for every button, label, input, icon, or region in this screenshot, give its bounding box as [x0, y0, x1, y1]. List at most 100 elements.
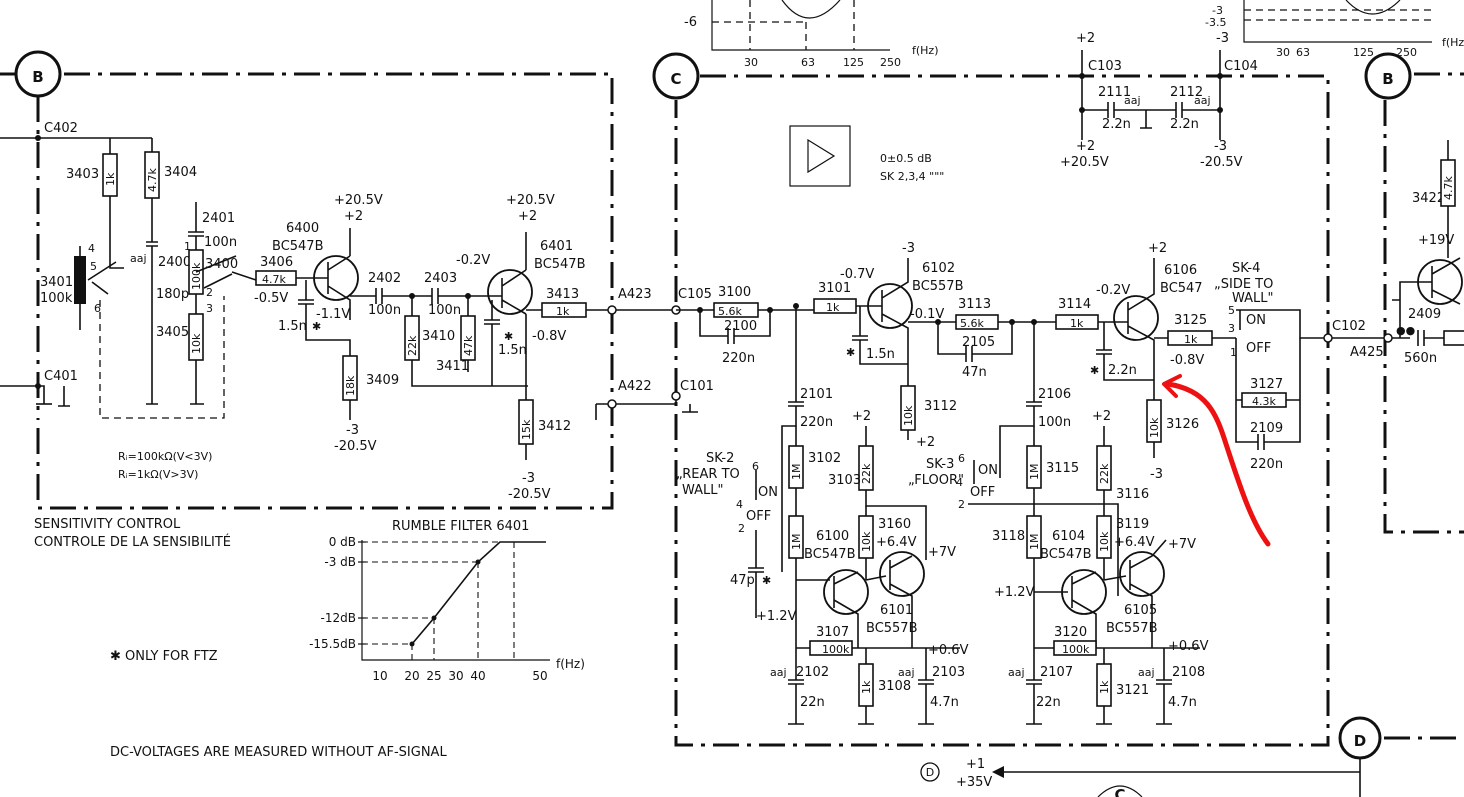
svg-text:BC547B: BC547B	[272, 239, 324, 254]
svg-text:+2: +2	[1076, 139, 1095, 154]
svg-text:4: 4	[736, 498, 743, 511]
svg-text:„SIDE TO: „SIDE TO	[1214, 277, 1273, 292]
interconnect-a423-a422: A423 C105 A422 C101	[595, 287, 714, 420]
svg-text:2: 2	[738, 522, 745, 535]
svg-text:BC547B: BC547B	[534, 257, 586, 272]
svg-text:2409: 2409	[1408, 307, 1441, 322]
svg-text:10k: 10k	[1098, 531, 1111, 552]
svg-text:f(Hz): f(Hz)	[1442, 36, 1464, 49]
svg-text:+2: +2	[1092, 409, 1111, 424]
svg-text:SK-2: SK-2	[706, 451, 734, 466]
svg-text:30: 30	[1276, 46, 1290, 59]
svg-text:4.7k: 4.7k	[146, 168, 159, 192]
svg-text:+7V: +7V	[1168, 537, 1196, 552]
svg-text:3118: 3118	[992, 529, 1025, 544]
svg-text:3108: 3108	[878, 679, 911, 694]
svg-text:„REAR TO: „REAR TO	[676, 467, 740, 482]
svg-text:63: 63	[1296, 46, 1310, 59]
svg-text:2402: 2402	[368, 271, 401, 286]
svg-text:0±0.5 dB: 0±0.5 dB	[880, 152, 932, 165]
svg-text:100n: 100n	[204, 235, 237, 250]
svg-text:aaj: aaj	[898, 666, 915, 679]
svg-text:✱: ✱	[312, 320, 321, 333]
svg-text:2: 2	[958, 498, 965, 511]
transistor-6400	[313, 255, 359, 301]
svg-text:6101: 6101	[880, 603, 913, 618]
resistor-3412	[518, 399, 534, 445]
rumble-x-tick: 40	[470, 669, 485, 683]
svg-text:3119: 3119	[1116, 517, 1149, 532]
svg-text:4.7n: 4.7n	[1168, 695, 1197, 710]
transistor-6102	[867, 283, 913, 329]
resistor-3100	[713, 302, 759, 318]
resistor-3403	[102, 153, 118, 197]
bottom-supply: +1 +35V	[956, 757, 1361, 797]
svg-text:-3: -3	[1150, 467, 1163, 482]
svg-text:+1.2V: +1.2V	[756, 609, 797, 624]
svg-text:-20.5V: -20.5V	[334, 439, 377, 454]
svg-text:4: 4	[956, 476, 963, 489]
section-marker-b-right: B	[1364, 52, 1412, 100]
red-annotation-arrow	[1165, 381, 1271, 547]
svg-text:-3.5: -3.5	[1205, 16, 1226, 29]
svg-text:1M: 1M	[790, 464, 803, 481]
rumble-point	[409, 641, 415, 647]
svg-text:✱: ✱	[762, 574, 771, 587]
svg-text:3126: 3126	[1166, 417, 1199, 432]
svg-text:2103: 2103	[932, 665, 965, 680]
svg-text:1k: 1k	[826, 301, 840, 314]
svg-text:6: 6	[958, 452, 965, 465]
svg-text:3112: 3112	[924, 399, 957, 414]
resistor-3405	[188, 313, 204, 361]
rumble-x-tick: 20	[404, 669, 419, 683]
transistor-6101	[879, 551, 925, 597]
svg-text:3405: 3405	[156, 325, 189, 340]
svg-text:BC557B: BC557B	[1106, 621, 1158, 636]
svg-text:2.2n: 2.2n	[1108, 363, 1137, 378]
svg-text:1M: 1M	[790, 534, 803, 551]
svg-text:1M: 1M	[1028, 534, 1041, 551]
rumble-x-label: f(Hz)	[556, 657, 585, 671]
svg-text:aaj: aaj	[1194, 94, 1211, 107]
svg-text:+2: +2	[344, 209, 363, 224]
svg-text:3102: 3102	[808, 451, 841, 466]
svg-text:4.7n: 4.7n	[930, 695, 959, 710]
svg-text:125: 125	[1353, 46, 1374, 59]
svg-text:180p: 180p	[156, 287, 189, 302]
svg-text:+2: +2	[518, 209, 537, 224]
svg-text:22k: 22k	[1098, 463, 1111, 484]
svg-text:BC557B: BC557B	[912, 279, 964, 294]
svg-text:+6.4V: +6.4V	[1114, 535, 1155, 550]
svg-text:10k: 10k	[902, 405, 915, 426]
dc-voltages-note: DC-VOLTAGES ARE MEASURED WITHOUT AF-SIGN…	[110, 745, 447, 760]
svg-text:220n: 220n	[722, 351, 755, 366]
sensitivity-title-en: SENSITIVITY CONTROL	[34, 517, 181, 532]
transistor-6106	[1113, 295, 1159, 341]
svg-text:5: 5	[1228, 304, 1235, 317]
svg-text:+6.4V: +6.4V	[876, 535, 917, 550]
svg-text:WALL": WALL"	[682, 483, 724, 498]
svg-text:1k: 1k	[1184, 333, 1198, 346]
potentiometer-3401	[74, 256, 86, 304]
svg-text:✱: ✱	[504, 330, 513, 343]
rumble-x-tick: 25	[426, 669, 441, 683]
svg-text:Rᵢ=100kΩ(V<3V): Rᵢ=100kΩ(V<3V)	[118, 450, 212, 463]
svg-text:A425: A425	[1350, 345, 1384, 360]
svg-text:aaj: aaj	[1008, 666, 1025, 679]
svg-text:OFF: OFF	[746, 509, 771, 524]
rumble-filter-chart: RUMBLE FILTER 6401 0 dB-3 dB-12dB-15.5dB…	[309, 519, 585, 683]
svg-text:+2: +2	[1076, 31, 1095, 46]
svg-text:-6: -6	[684, 15, 697, 30]
svg-text:1.5n: 1.5n	[278, 319, 307, 334]
svg-text:ON: ON	[978, 463, 998, 478]
svg-text:-3: -3	[346, 423, 359, 438]
rumble-series-line	[411, 541, 546, 645]
svg-text:1.5n: 1.5n	[498, 343, 527, 358]
amplifier-symbol	[789, 125, 851, 187]
svg-text:BC557B: BC557B	[866, 621, 918, 636]
svg-text:3413: 3413	[546, 287, 579, 302]
resistor-3125	[1167, 330, 1213, 346]
svg-text:3116: 3116	[1116, 487, 1149, 502]
ftz-note: ✱ ONLY FOR FTZ	[110, 649, 218, 664]
